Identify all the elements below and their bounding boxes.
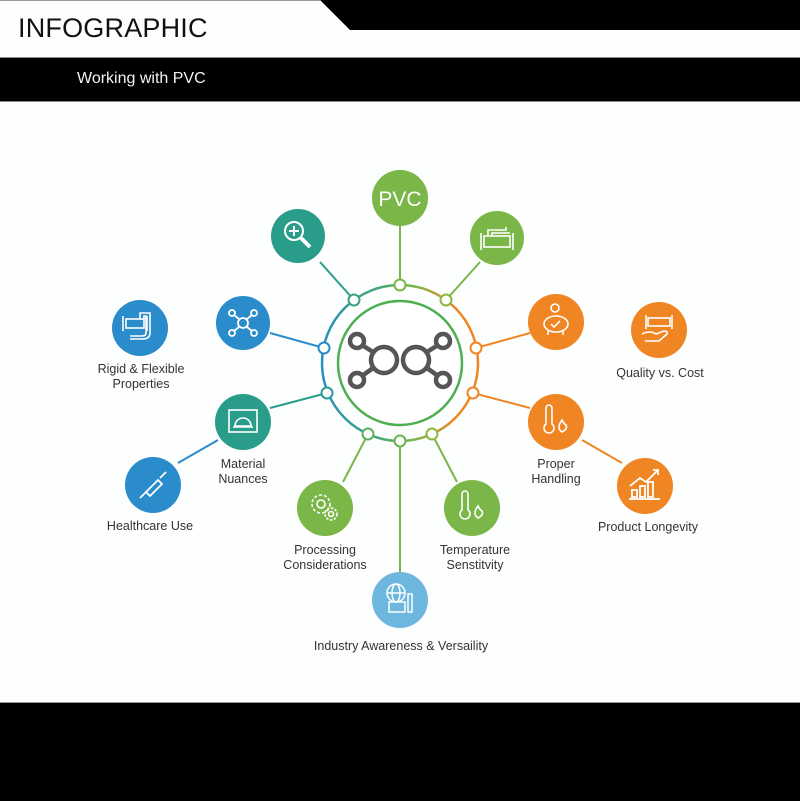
label-line: Processing — [294, 543, 356, 557]
label-line: Senstitvity — [446, 558, 504, 572]
label-line: Proper — [537, 457, 575, 471]
label-line: Temperature — [439, 543, 511, 557]
label-line: Rigid & Flexible — [97, 362, 185, 376]
label-line: Material — [220, 457, 266, 471]
pvc-mind-map: PVC — [112, 170, 687, 628]
node-healthcare[interactable] — [125, 457, 181, 513]
syringe-icon — [139, 471, 167, 499]
footer-bar — [0, 702, 800, 801]
pvc-root-node[interactable]: PVC — [372, 170, 428, 226]
label-rigid-flexible: Rigid & Flexible Properties — [98, 362, 185, 392]
label-temperature: Temperature Senstitvity — [440, 543, 510, 573]
label-processing: Processing Considerations — [283, 543, 366, 573]
page-title: INFOGRAPHIC — [18, 13, 208, 43]
pipe-fitting-icon — [480, 227, 514, 250]
label-line: Handling — [531, 472, 581, 486]
page-subtitle: Working with PVC — [77, 70, 206, 87]
label-line: Properties — [112, 377, 170, 391]
node-inspection[interactable] — [271, 209, 325, 263]
subtitle-bar: Working with PVC — [0, 57, 800, 102]
node-proper-handling[interactable] — [528, 394, 584, 450]
node-quality-cost[interactable] — [631, 302, 687, 358]
gears-icon — [311, 494, 338, 521]
node-savings[interactable] — [528, 294, 584, 350]
label-industry: Industry Awareness & Versaility — [314, 639, 488, 654]
globe-factory-icon — [386, 583, 413, 613]
growth-chart-icon — [629, 469, 660, 500]
node-material-nuances[interactable] — [215, 394, 271, 450]
label-material-nuances: Material Nuances — [218, 457, 267, 487]
label-line: Healthcare Use — [106, 519, 194, 533]
label-proper-handling: Proper Handling — [531, 457, 580, 487]
node-network[interactable] — [216, 296, 270, 350]
label-quality-cost: Quality vs. Cost — [616, 366, 704, 381]
node-product-longevity[interactable] — [617, 458, 673, 514]
connector-lines — [177, 226, 623, 572]
node-rigid-flexible[interactable] — [112, 300, 168, 356]
magnifier-plus-icon — [284, 221, 312, 249]
ring-connector-nodes — [317, 278, 483, 448]
thermometer-flame-icon — [459, 490, 484, 520]
label-healthcare: Healthcare Use — [107, 519, 193, 534]
label-line: Nuances — [218, 472, 268, 486]
hand-pipe-icon — [641, 315, 673, 342]
network-nodes-icon — [228, 309, 258, 337]
bent-pipe-icon — [122, 312, 151, 340]
molecule-link-icon — [347, 331, 453, 390]
label-line: Considerations — [283, 558, 367, 572]
blueprint-helmet-icon — [228, 409, 258, 433]
piggy-bank-icon — [543, 303, 569, 335]
label-line: Quality vs. Cost — [616, 366, 704, 380]
inner-ring — [336, 299, 464, 427]
node-pipe-fitting[interactable] — [470, 211, 524, 265]
label-line: Product Longevity — [597, 520, 699, 534]
pvc-root-label: PVC — [378, 188, 421, 211]
thermometer-flame-icon — [543, 404, 568, 434]
node-temperature[interactable] — [444, 480, 500, 536]
header-top-band — [0, 0, 800, 30]
node-processing[interactable] — [297, 480, 353, 536]
label-line: Industry Awareness & Versaility — [313, 639, 489, 653]
node-industry[interactable] — [372, 572, 428, 628]
label-product-longevity: Product Longevity — [598, 520, 698, 535]
